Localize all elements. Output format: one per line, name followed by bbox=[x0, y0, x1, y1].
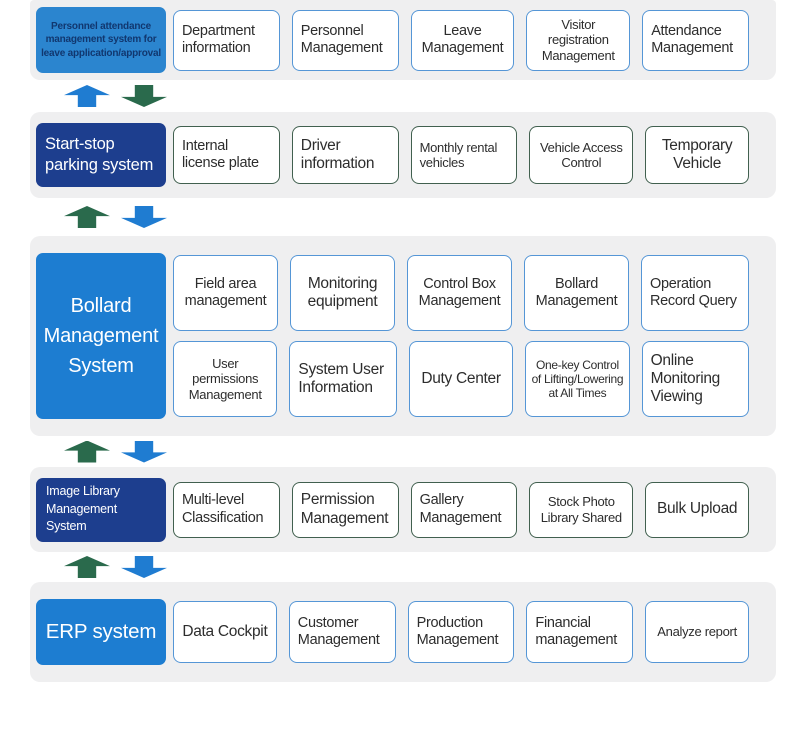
module-label: Temporary Vehicle bbox=[661, 136, 733, 172]
module-label: Attendance Management bbox=[651, 22, 733, 56]
up-arrow-icon bbox=[64, 440, 110, 463]
module-label: Production Management bbox=[416, 614, 499, 648]
module-label: Online Monitoring Viewing bbox=[650, 351, 721, 406]
module-label: Department information bbox=[182, 22, 255, 56]
module-box: Visitor registration Management bbox=[526, 9, 631, 71]
module-box: User permissions Management bbox=[173, 341, 278, 417]
module-grid: Field area management Monitoring equipmen… bbox=[173, 255, 750, 417]
system-label-bollard-management: Bollard Management System bbox=[36, 253, 166, 419]
module-label: Data Cockpit bbox=[182, 622, 268, 640]
module-label: Leave Management bbox=[421, 22, 504, 56]
flow-connector bbox=[0, 80, 790, 112]
module-label: Field area management bbox=[184, 275, 267, 309]
module-label: Gallery Management bbox=[419, 492, 502, 526]
module-grid-row: Field area management Monitoring equipmen… bbox=[173, 255, 749, 331]
module-label: Control Box Management bbox=[418, 275, 501, 309]
flow-connector bbox=[0, 198, 790, 236]
module-label: Analyze report bbox=[657, 624, 737, 640]
module-label: Personnel Management bbox=[300, 22, 383, 56]
module-label: Internal license plate bbox=[182, 137, 259, 171]
module-box: Permission Management bbox=[291, 481, 399, 538]
module-box: Vehicle Access Control bbox=[529, 126, 634, 184]
system-label-personnel-attendance: Personnel attendance management system f… bbox=[36, 7, 166, 73]
module-box: Personnel Management bbox=[291, 9, 399, 71]
module-label: One-key Control of Lifting/Lowering at A… bbox=[531, 357, 624, 401]
module-label: Monthly rental vehicles bbox=[419, 139, 498, 170]
module-box: Driver information bbox=[291, 126, 399, 184]
up-arrow-icon bbox=[64, 556, 110, 578]
system-row-erp: ERP system Data Cockpit Customer Managemen… bbox=[30, 582, 776, 682]
module-box: Department information bbox=[173, 9, 280, 71]
down-arrow-icon bbox=[121, 206, 167, 228]
module-label: System User Information bbox=[298, 360, 384, 396]
module-grid: Department information Personnel Manageme… bbox=[173, 9, 749, 71]
module-label: Stock Photo Library Shared bbox=[540, 494, 622, 525]
module-label: Customer Management bbox=[297, 614, 380, 648]
module-box: Bollard Management bbox=[524, 255, 629, 331]
module-box: Temporary Vehicle bbox=[645, 126, 749, 184]
system-label-start-stop-parking: Start-stop parking system bbox=[36, 123, 166, 187]
module-box: One-key Control of Lifting/Lowering at A… bbox=[525, 341, 630, 417]
module-box: Gallery Management bbox=[410, 481, 518, 538]
module-box: Field area management bbox=[173, 255, 278, 331]
system-label-erp: ERP system bbox=[36, 599, 166, 665]
module-label: Driver information bbox=[300, 136, 375, 172]
module-label: Permission Management bbox=[300, 491, 389, 527]
system-architecture-diagram: Personnel attendance management system f… bbox=[0, 0, 790, 682]
module-box: Internal license plate bbox=[173, 126, 280, 184]
module-label: Duty Center bbox=[421, 369, 501, 387]
module-box: Duty Center bbox=[408, 341, 514, 417]
module-label: Bollard Management bbox=[535, 275, 618, 309]
up-arrow-icon bbox=[64, 85, 110, 107]
module-grid-row: Internal license plate Driver information… bbox=[173, 126, 749, 184]
module-label: Bulk Upload bbox=[656, 500, 738, 518]
module-box: Leave Management bbox=[410, 9, 515, 71]
module-grid-row: Department information Personnel Manageme… bbox=[173, 9, 749, 71]
module-box: Financial management bbox=[526, 601, 634, 663]
module-label: Financial management bbox=[535, 614, 618, 648]
module-box: Monitoring equipment bbox=[290, 255, 395, 331]
module-box: Customer Management bbox=[288, 601, 396, 663]
module-box: Data Cockpit bbox=[173, 601, 277, 663]
module-box: Bulk Upload bbox=[645, 481, 749, 538]
module-box: System User Information bbox=[289, 341, 397, 417]
module-box: Analyze report bbox=[645, 601, 749, 663]
module-grid-row: User permissions Management System User I… bbox=[173, 341, 750, 417]
module-label: Operation Record Query bbox=[650, 275, 737, 309]
down-arrow-icon bbox=[121, 556, 167, 578]
module-label: Visitor registration Management bbox=[541, 17, 615, 63]
module-label: Monitoring equipment bbox=[307, 274, 378, 310]
module-box: Production Management bbox=[407, 601, 515, 663]
module-box: Stock Photo Library Shared bbox=[529, 481, 634, 538]
module-label: User permissions Management bbox=[188, 356, 262, 402]
module-grid: Data Cockpit Customer Management Productio… bbox=[173, 601, 749, 663]
flow-connector bbox=[0, 552, 790, 582]
module-box: Online Monitoring Viewing bbox=[641, 341, 750, 417]
system-row-personnel-attendance: Personnel attendance management system f… bbox=[30, 0, 776, 80]
module-box: Operation Record Query bbox=[641, 255, 749, 331]
flow-connector bbox=[0, 436, 790, 467]
module-box: Attendance Management bbox=[642, 9, 749, 71]
module-label: Vehicle Access Control bbox=[540, 139, 623, 170]
module-grid: Multi-level Classification Permission Man… bbox=[173, 481, 749, 538]
module-label: Multi-level Classification bbox=[182, 492, 264, 526]
module-box: Monthly rental vehicles bbox=[410, 126, 518, 184]
module-box: Multi-level Classification bbox=[173, 481, 280, 538]
module-grid-row: Multi-level Classification Permission Man… bbox=[173, 481, 749, 538]
module-grid: Internal license plate Driver information… bbox=[173, 126, 749, 184]
module-box: Control Box Management bbox=[407, 255, 512, 331]
down-arrow-icon bbox=[121, 85, 167, 107]
system-label-image-library: Image Library Management System bbox=[36, 477, 166, 542]
module-grid-row: Data Cockpit Customer Management Productio… bbox=[173, 601, 749, 663]
down-arrow-icon bbox=[121, 440, 167, 463]
up-arrow-icon bbox=[64, 206, 110, 228]
